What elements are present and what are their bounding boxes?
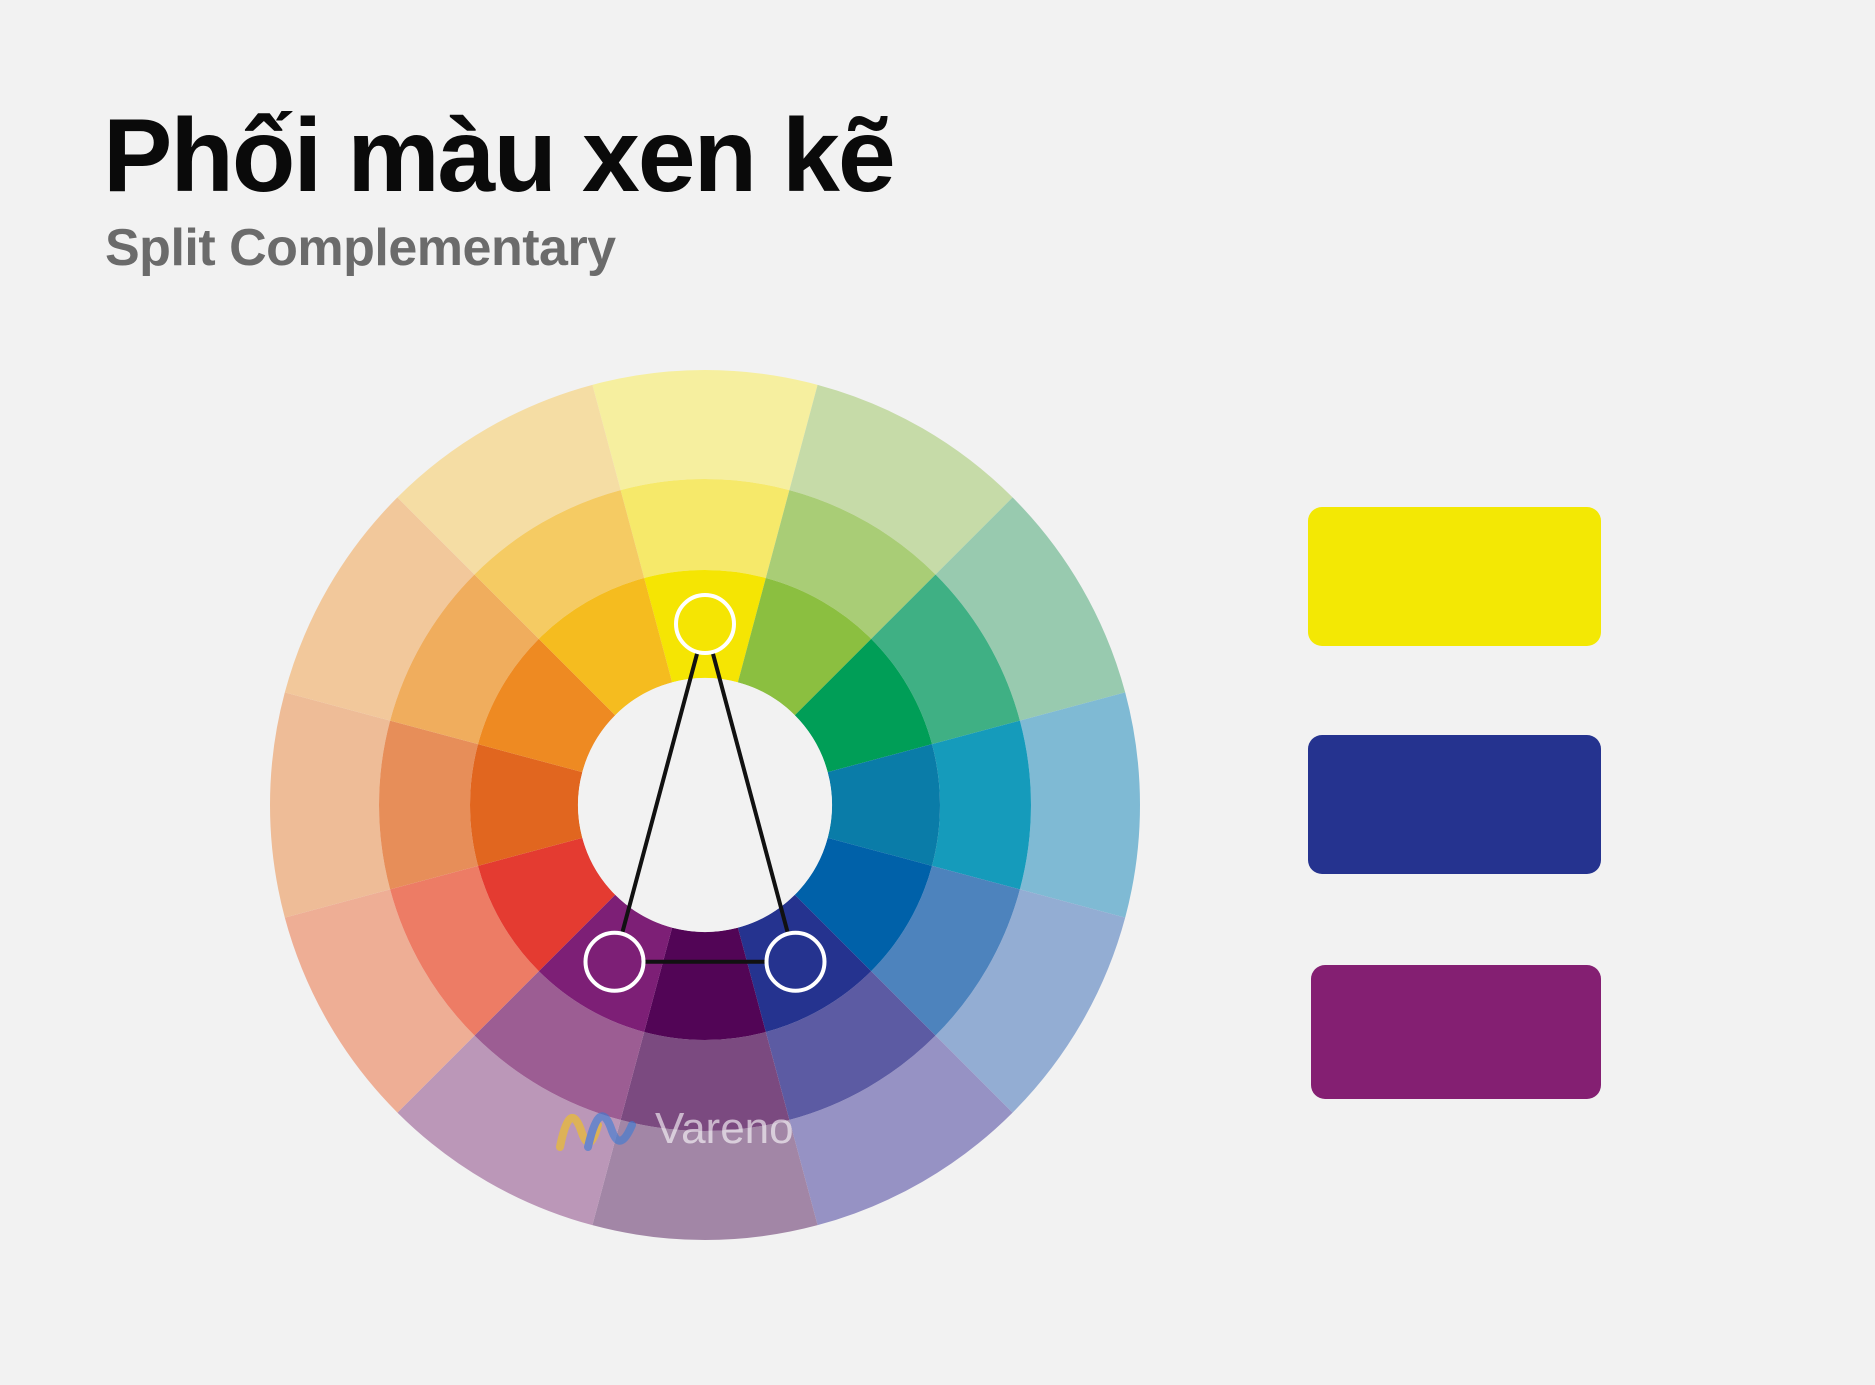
scheme-marker-yellow [674, 593, 736, 655]
wheel-segment-yellow-green-ring-2 [765, 490, 936, 639]
wheel-segment-blue-violet-ring-2 [765, 971, 936, 1120]
wheel-segment-red-ring-1 [284, 889, 475, 1113]
wheel-segment-blue-violet-ring-1 [789, 1035, 1013, 1226]
watermark-text: Vareno [655, 1104, 794, 1153]
wheel-segment-blue-ring-3 [794, 837, 932, 972]
wheel-segment-yellow-green-ring-1 [789, 384, 1013, 575]
wheel-segment-yellow-ring-1 [592, 370, 818, 491]
watermark: Vareno [556, 1104, 794, 1153]
scheme-triangle [611, 616, 799, 964]
wheel-segment-red-orange-ring-2 [379, 720, 479, 890]
swatch-blue-violet [1308, 735, 1601, 874]
wheel-segment-red-violet-ring-1 [397, 1035, 621, 1226]
wheel-segment-violet-ring-1 [592, 1119, 818, 1240]
wheel-segment-green-ring-3 [794, 638, 932, 773]
wheel-segment-yellow-orange-ring-3 [538, 578, 673, 716]
split-complementary-triangle [583, 593, 827, 993]
wheel-segment-green-ring-2 [871, 574, 1020, 745]
wheel-segment-green-ring-1 [935, 497, 1126, 721]
wheel-segment-yellow-orange-ring-1 [397, 384, 621, 575]
wheel-segment-yellow-green-ring-3 [737, 578, 872, 716]
page-subtitle: Split Complementary [105, 219, 616, 277]
wheel-segment-red-violet-ring-2 [474, 971, 645, 1120]
wheel-segment-blue-green-ring-1 [1019, 692, 1140, 918]
scheme-marker-blue-violet [764, 930, 827, 993]
wheel-center [578, 678, 832, 932]
wheel-segment-yellow-ring-2 [620, 478, 790, 579]
wheel-segments [270, 370, 1140, 1240]
page-title: Phối màu xen kẽ [103, 98, 896, 214]
wheel-segment-blue-green-ring-2 [931, 720, 1031, 890]
wheel-segment-blue-ring-1 [935, 889, 1126, 1113]
color-wheel: Vareno [270, 370, 1140, 1240]
swatch-yellow [1308, 507, 1601, 646]
wheel-segment-orange-ring-2 [390, 574, 539, 745]
wheel-segment-red-ring-2 [390, 865, 539, 1036]
vareno-logo-icon [556, 1112, 636, 1151]
wheel-segment-orange-ring-1 [284, 497, 475, 721]
wheel-segment-red-ring-3 [478, 837, 616, 972]
wheel-segment-violet-ring-3 [644, 927, 766, 1040]
wheel-segment-orange-ring-3 [478, 638, 616, 773]
wheel-segment-red-orange-ring-1 [270, 692, 391, 918]
wheel-segment-yellow-orange-ring-2 [474, 490, 645, 639]
swatch-purple [1311, 965, 1601, 1099]
wheel-segment-red-orange-ring-3 [470, 744, 583, 866]
wheel-segment-blue-ring-2 [871, 865, 1020, 1036]
scheme-marker-red-violet [583, 930, 646, 993]
wheel-segment-violet-ring-2 [620, 1031, 790, 1131]
wheel-segment-blue-green-ring-3 [827, 744, 940, 866]
